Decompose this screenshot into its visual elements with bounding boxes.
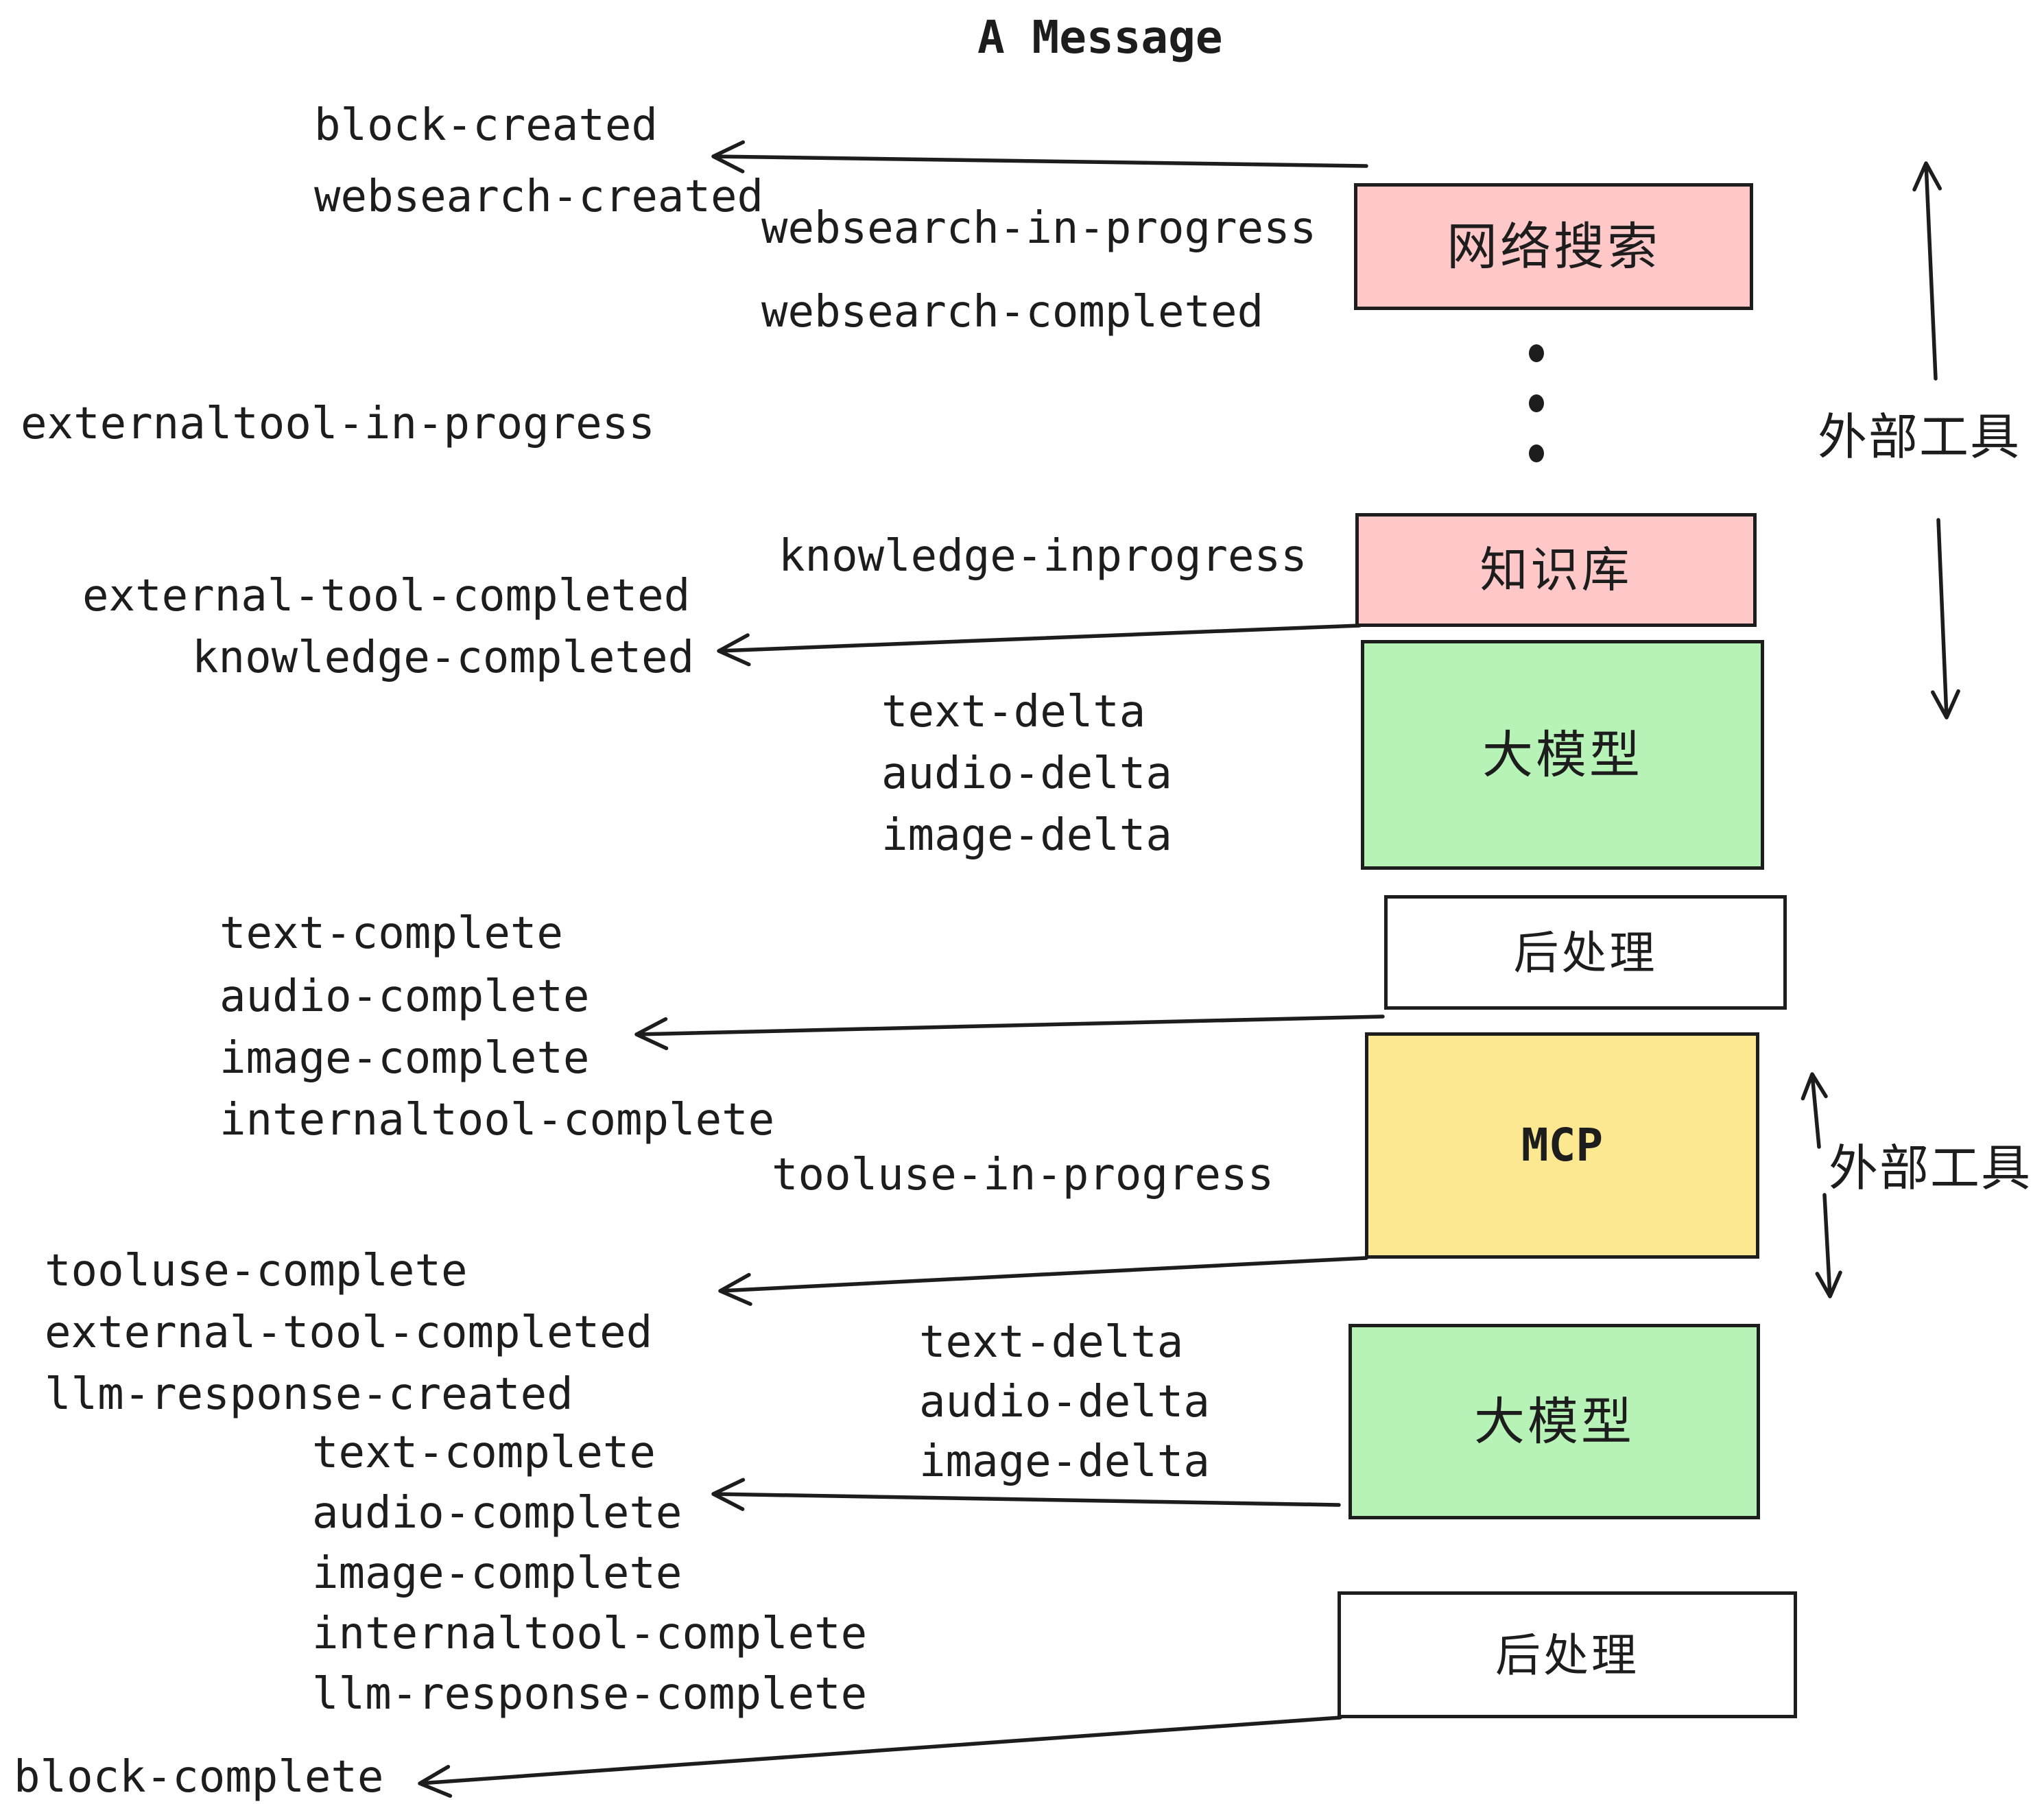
side-label-external-tools-2: 外部工具	[1829, 1141, 2032, 1196]
event-external-tool-completed-1: external-tool-completed	[82, 571, 691, 621]
event-audio-complete-2: audio-complete	[312, 1488, 682, 1539]
event-knowledge-completed: knowledge-completed	[192, 632, 695, 683]
flow-box-postprocess-1: 后处理	[1384, 895, 1787, 1010]
arrow-external-tools-1-down	[1931, 518, 1960, 720]
event-image-delta-2: image-delta	[919, 1436, 1210, 1487]
event-image-complete-2: image-complete	[312, 1548, 682, 1599]
event-block-created: block-created	[314, 100, 658, 151]
flow-box-llm-1-label: 大模型	[1482, 726, 1643, 783]
event-audio-delta-1: audio-delta	[881, 748, 1172, 799]
flow-box-mcp-label: MCP	[1521, 1119, 1604, 1172]
flow-box-llm-1: 大模型	[1361, 640, 1764, 870]
event-text-delta-2: text-delta	[919, 1317, 1184, 1368]
event-audio-delta-2: audio-delta	[919, 1377, 1210, 1427]
event-internaltool-complete-2: internaltool-complete	[312, 1609, 868, 1659]
flow-box-knowledge-base: 知识库	[1355, 513, 1757, 627]
event-internaltool-complete-1: internaltool-complete	[219, 1095, 775, 1146]
arrow-to-block-complete	[418, 1716, 1342, 1798]
arrow-external-tools-1-up	[1912, 161, 1942, 381]
event-llm-response-created: llm-response-created	[45, 1369, 573, 1420]
event-tooluse-complete: tooluse-complete	[45, 1246, 468, 1296]
event-websearch-created: websearch-created	[314, 171, 764, 222]
event-image-complete-1: image-complete	[219, 1033, 590, 1084]
ellipsis-dots-2	[1529, 394, 1544, 412]
flow-box-postprocess-2: 后处理	[1338, 1591, 1797, 1718]
arrow-to-websearch-created	[711, 140, 1368, 174]
arrow-to-tooluse-complete	[718, 1256, 1368, 1306]
side-label-external-tools-1: 外部工具	[1818, 410, 2021, 465]
flow-box-postprocess-2-label: 后处理	[1495, 1629, 1639, 1681]
event-image-delta-1: image-delta	[881, 810, 1172, 861]
arrow-to-knowledge-completed	[717, 624, 1362, 667]
event-externaltool-in-progress: externaltool-in-progress	[21, 399, 655, 449]
flow-box-web-search: 网络搜索	[1354, 183, 1753, 310]
event-external-tool-completed-2: external-tool-completed	[45, 1307, 653, 1358]
event-text-complete-2: text-complete	[312, 1427, 656, 1478]
ellipsis-dots-3	[1529, 444, 1544, 462]
flow-box-mcp: MCP	[1365, 1032, 1759, 1259]
event-audio-complete-1: audio-complete	[219, 971, 590, 1022]
flow-box-postprocess-1-label: 后处理	[1513, 927, 1658, 978]
event-block-complete: block-complete	[14, 1752, 384, 1803]
arrow-to-image-complete	[634, 1014, 1385, 1051]
event-knowledge-inprogress: knowledge-inprogress	[779, 531, 1307, 582]
event-websearch-in-progress: websearch-in-progress	[761, 203, 1317, 254]
flow-box-llm-2: 大模型	[1348, 1324, 1760, 1519]
event-tooluse-in-progress: tooluse-in-progress	[772, 1150, 1274, 1200]
diagram-title: A Message	[977, 11, 1223, 64]
event-text-delta-1: text-delta	[881, 687, 1146, 737]
event-llm-response-complete: llm-response-complete	[312, 1669, 868, 1720]
arrow-to-audio-complete-2	[711, 1477, 1341, 1511]
event-text-complete-1: text-complete	[219, 908, 563, 959]
flow-box-web-search-label: 网络搜索	[1447, 217, 1661, 275]
arrow-external-tools-2-down	[1815, 1193, 1842, 1298]
ellipsis-dots-1	[1529, 344, 1544, 362]
flow-box-llm-2-label: 大模型	[1474, 1392, 1635, 1450]
event-websearch-completed: websearch-completed	[761, 287, 1264, 337]
arrow-external-tools-2-up	[1801, 1072, 1828, 1149]
flow-box-knowledge-base-label: 知识库	[1479, 543, 1632, 597]
